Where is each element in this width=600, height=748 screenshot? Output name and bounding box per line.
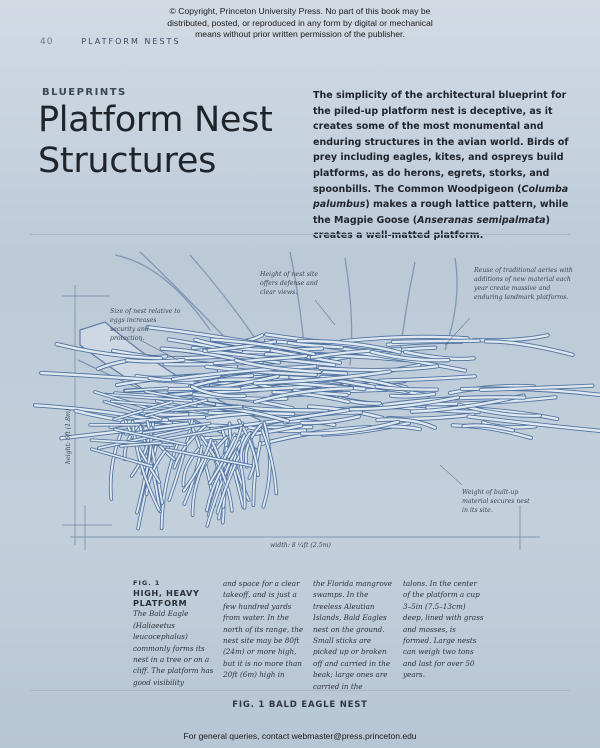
- figure-caption: FIG. 1 BALD EAGLE NEST: [232, 700, 368, 710]
- column-text: The Bald Eagle (Haliaeetus leucocephalus…: [133, 609, 214, 687]
- annotation-height-site: Height of nest site offers defense and c…: [260, 271, 318, 296]
- fig-heading: HIGH, HEAVY PLATFORM: [133, 589, 215, 608]
- species-name: Columba palumbus: [313, 183, 569, 211]
- copyright-notice: © Copyright, Princeton University Press.…: [120, 6, 480, 41]
- height-dimension: height: 6ft (1.8m): [65, 408, 72, 464]
- width-dimension: width: 8 ¹⁄₄ft (2.5m): [270, 542, 331, 549]
- copyright-line: means without prior written permission o…: [195, 29, 405, 39]
- eyebrow-label: BLUEPRINTS: [42, 87, 127, 98]
- copyright-line: © Copyright, Princeton University Press.…: [169, 6, 431, 16]
- dimension-lines: [62, 285, 540, 550]
- annotation-weight: Weight of built-up material secures nest…: [462, 489, 530, 514]
- intro-text: ) creates a well-matted platform.: [313, 214, 550, 242]
- intro-paragraph: The simplicity of the architectural blue…: [313, 88, 575, 244]
- nest-sticks: [32, 325, 600, 531]
- fig-heading-line: HIGH, HEAVY: [133, 588, 200, 599]
- title-line: Structures: [38, 141, 217, 181]
- page-title: Platform Nest Structures: [38, 100, 298, 182]
- annotation-reuse: Reuse of traditional aeries with additio…: [474, 267, 573, 301]
- text-column-1: FIG. 1 HIGH, HEAVY PLATFORM The Bald Eag…: [133, 578, 215, 688]
- page-number: 40: [40, 37, 54, 47]
- leader-lines: [139, 299, 471, 486]
- text-column-2: and space for a clear takeoff, and is ju…: [223, 579, 304, 680]
- fig-label: FIG. 1: [133, 579, 161, 587]
- intro-text: The simplicity of the architectural blue…: [313, 90, 569, 195]
- intro-text: ) makes a rough lattice pattern, while t…: [313, 199, 569, 226]
- species-name: Anseranas semipalmata: [417, 214, 546, 226]
- text-column-3: the Florida mangrove swamps. In the tree…: [313, 579, 392, 691]
- divider: [30, 690, 570, 691]
- title-line: Platform Nest: [38, 100, 273, 140]
- footer-contact: For general queries, contact webmaster@p…: [183, 731, 417, 741]
- nest-illustration: [32, 251, 600, 550]
- divider: [30, 234, 570, 235]
- annotation-size: Size of nest relative to eggs increases …: [110, 308, 181, 342]
- section-title: PLATFORM NESTS: [81, 37, 181, 46]
- copyright-line: distributed, posted, or reproduced in an…: [167, 17, 433, 28]
- fig-heading-line: PLATFORM: [133, 597, 188, 608]
- running-head: 40 PLATFORM NESTS: [40, 37, 181, 47]
- text-column-4: talons. In the center of the platform a …: [403, 579, 484, 680]
